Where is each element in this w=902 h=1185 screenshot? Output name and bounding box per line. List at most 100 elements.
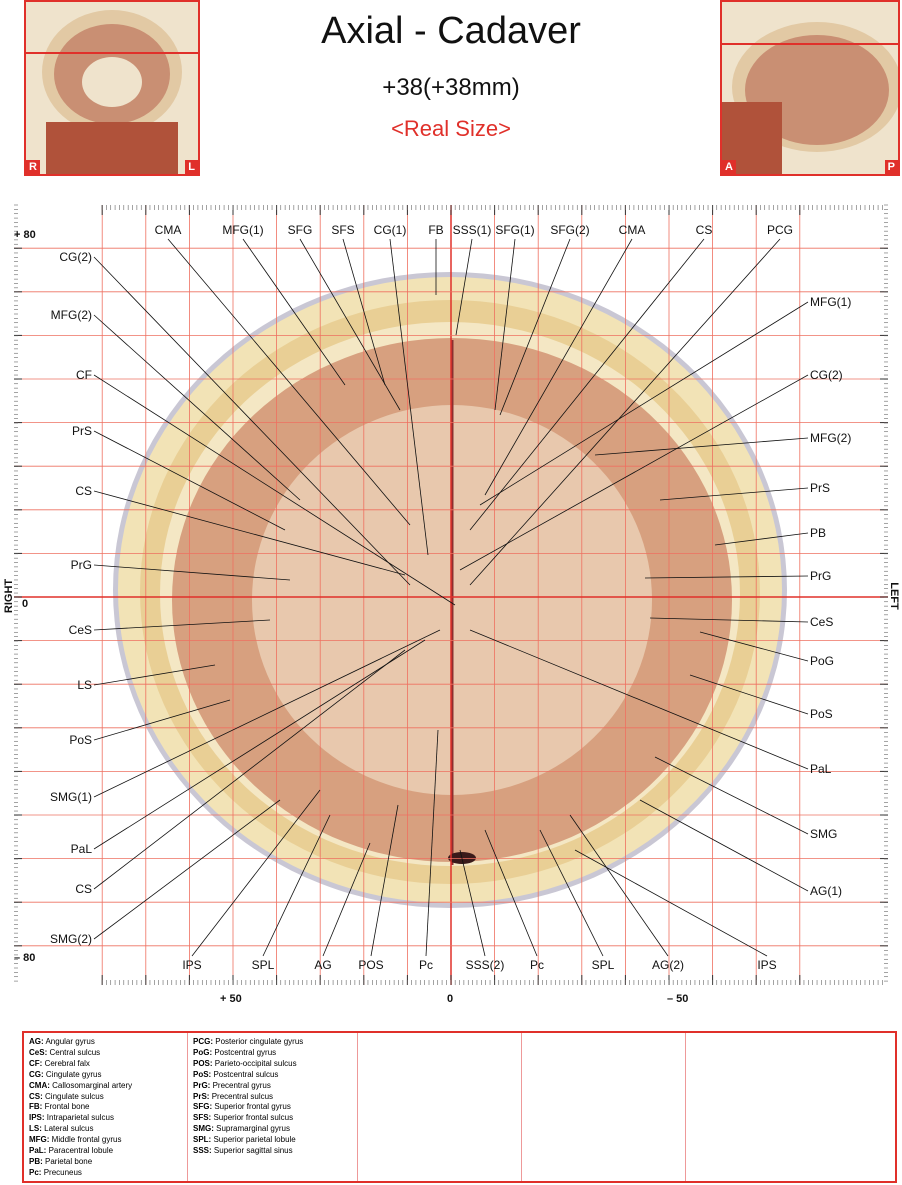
legend-description: Cingulate sulcus — [45, 1091, 104, 1101]
structure-label: Pc — [418, 958, 434, 972]
structure-label: SFS — [331, 223, 355, 237]
structure-label: PaL — [70, 842, 92, 856]
legend-entry: FB: Frontal bone — [29, 1102, 182, 1113]
leader-line — [574, 849, 768, 957]
structure-label: SSS(2) — [465, 958, 505, 972]
posterior-marker: P — [884, 160, 898, 174]
legend-abbr: MFG: — [29, 1135, 50, 1145]
leader-line — [484, 238, 633, 496]
legend-abbr: CG: — [29, 1069, 44, 1079]
legend-entry: PoG: Postcentral gyrus — [193, 1048, 352, 1059]
structure-label: AG(2) — [651, 958, 685, 972]
structure-label: PrG — [70, 558, 92, 572]
structure-label: SPL — [591, 958, 615, 972]
structure-label: CS — [75, 882, 92, 896]
structure-label: PaL — [810, 762, 832, 776]
axis-zero-value: 0 — [22, 598, 29, 610]
leader-line — [484, 829, 538, 957]
structure-label: CS — [695, 223, 713, 237]
legend-abbr: PoG: — [193, 1047, 213, 1057]
legend-description: Superior parietal lobule — [213, 1135, 296, 1145]
legend-column — [522, 1033, 686, 1181]
side-right-label: RIGHT — [3, 578, 16, 614]
leader-line — [93, 256, 411, 586]
structure-label: AG(1) — [810, 884, 843, 898]
legend-entry: PoS: Postcentral sulcus — [193, 1070, 352, 1081]
legend-entry: AG: Angular gyrus — [29, 1037, 182, 1048]
leader-line — [342, 238, 386, 386]
structure-label: CMA — [154, 223, 182, 237]
legend-entry: LS: Lateral sulcus — [29, 1124, 182, 1135]
leader-line — [455, 238, 473, 336]
legend-entry: MFG: Middle frontal gyrus — [29, 1135, 182, 1146]
leader-line — [639, 799, 809, 892]
leader-line — [93, 374, 456, 606]
legend-description: Precentral sulcus — [211, 1091, 274, 1101]
legend-abbr: SPL: — [193, 1135, 212, 1145]
scale-note: <Real Size> — [391, 116, 511, 141]
legend-column — [358, 1033, 522, 1181]
leader-line — [469, 629, 809, 770]
axis-x-left-value: + 50 — [220, 993, 242, 1005]
legend-description: Postcentral gyrus — [214, 1047, 277, 1057]
axis-x-center-value: 0 — [447, 993, 454, 1005]
legend-description: Precuneus — [43, 1167, 82, 1177]
anterior-marker: A — [722, 160, 736, 174]
coronal-slice-image — [26, 2, 198, 174]
legend-abbr: FB: — [29, 1102, 43, 1112]
legend-description: Parietal bone — [45, 1156, 93, 1166]
leader-line — [93, 799, 281, 940]
legend-column — [686, 1033, 850, 1181]
structure-label: SFG(1) — [495, 223, 535, 237]
slice-position: +38(+38mm) — [382, 74, 520, 101]
legend-entry: PCG: Posterior cingulate gyrus — [193, 1037, 352, 1048]
legend-abbr: PrG: — [193, 1080, 211, 1090]
sagittal-thumbnail: A P — [720, 0, 900, 176]
legend-description: Central sulcus — [49, 1047, 101, 1057]
legend-entry: CG: Cingulate gyrus — [29, 1070, 182, 1081]
leader-line — [539, 829, 604, 957]
structure-label: CeS — [810, 615, 834, 629]
leader-line — [459, 374, 809, 571]
legend-entry: PB: Parietal bone — [29, 1157, 182, 1168]
leader-line — [93, 619, 271, 631]
legend-description: Cingulate gyrus — [45, 1069, 102, 1079]
leader-line — [322, 842, 371, 957]
structure-label: FB — [428, 223, 444, 237]
legend-entry: CS: Cingulate sulcus — [29, 1092, 182, 1103]
leader-line — [569, 814, 669, 957]
legend-abbr: PB: — [29, 1156, 43, 1166]
legend-entry: SFG: Superior frontal gyrus — [193, 1102, 352, 1113]
legend-entry: SMG: Supramarginal gyrus — [193, 1124, 352, 1135]
legend-abbr: SFG: — [193, 1102, 213, 1112]
legend-abbr: PaL: — [29, 1146, 47, 1156]
structure-label: PrS — [810, 481, 831, 495]
structure-label: MFG(1) — [222, 223, 264, 237]
leader-line — [93, 314, 301, 501]
left-marker: L — [185, 160, 198, 174]
structure-label: LS — [77, 678, 92, 692]
structure-label: MFG(2) — [810, 431, 852, 445]
legend-entry: PrS: Precentral sulcus — [193, 1092, 352, 1103]
legend-abbr: SFS: — [193, 1113, 212, 1123]
page-title: Axial - Cadaver — [321, 10, 581, 52]
leader-line — [93, 664, 216, 686]
leader-line — [649, 617, 809, 623]
legend-description: Middle frontal gyrus — [51, 1135, 122, 1145]
leader-line — [469, 238, 781, 586]
legend-abbr: PrS: — [193, 1091, 210, 1101]
leader-line — [389, 238, 429, 556]
legend-entry: IPS: Intraparietal sulcus — [29, 1113, 182, 1124]
structure-label: Pc — [529, 958, 545, 972]
legend-description: Cerebral falx — [44, 1058, 90, 1068]
legend-abbr: CF: — [29, 1058, 43, 1068]
leader-line — [479, 301, 809, 506]
legend-abbr: Pc: — [29, 1167, 42, 1177]
structure-label: MFG(2) — [50, 308, 92, 322]
leader-line — [689, 674, 809, 715]
structure-label: MFG(1) — [810, 295, 852, 309]
axial-slice-image — [113, 272, 787, 908]
structure-label: CeS — [68, 623, 92, 637]
